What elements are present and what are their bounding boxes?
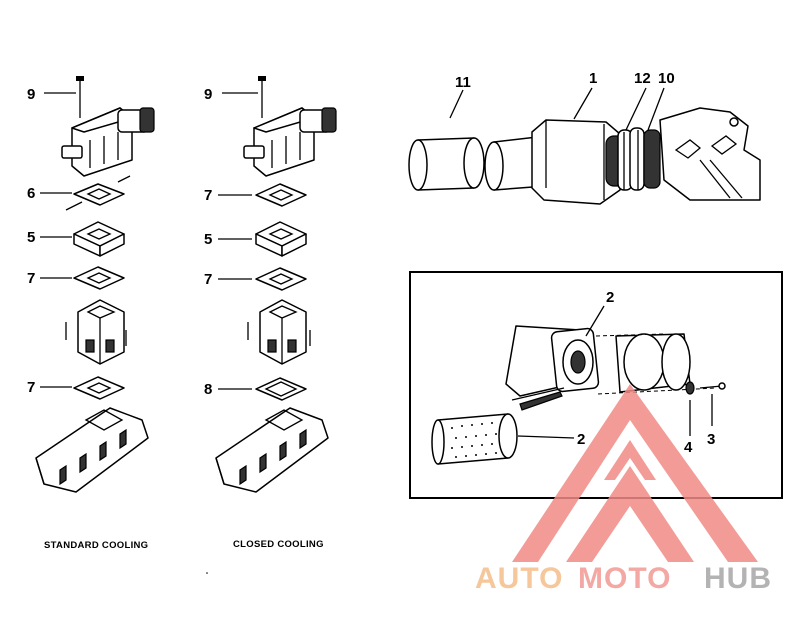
watermark-moto: MOTO	[578, 562, 671, 595]
label-1: 1	[589, 70, 597, 87]
filter-mesh	[451, 422, 497, 458]
automotohub-logo	[512, 384, 758, 562]
caption-closed-cooling: CLOSED COOLING	[233, 539, 324, 550]
exhaust-manifold-right	[215, 407, 329, 493]
label-3: 3	[707, 431, 715, 448]
label-8-right: 8	[204, 381, 212, 398]
label-7-right-middle: 7	[204, 271, 212, 288]
label-6-left: 6	[27, 185, 35, 202]
automotohub-wordmark: AUTO MOTO HUB	[475, 562, 772, 595]
gasket-8	[255, 377, 307, 401]
label-10: 10	[658, 70, 675, 87]
label-5-right: 5	[204, 231, 212, 248]
label-7-left-upper: 7	[27, 270, 35, 287]
label-11: 11	[455, 74, 471, 91]
gasket-7-lower	[73, 376, 125, 400]
exhaust-manifold-left	[35, 407, 149, 493]
gasket-7-middle	[255, 267, 307, 291]
label-7-right-top: 7	[204, 187, 212, 204]
gasket-6	[65, 175, 131, 211]
spacer-block-5	[73, 221, 125, 257]
housing-1	[531, 119, 621, 205]
clamp-rings	[605, 127, 661, 191]
label-12: 12	[634, 70, 651, 87]
flame-arrestor-inset	[431, 305, 726, 465]
label-2-top: 2	[606, 289, 614, 306]
label-7-left-lower: 7	[27, 379, 35, 396]
exhaust-pipe-assembly	[408, 87, 761, 205]
exhaust-riser-left	[65, 299, 127, 365]
engine-mount	[659, 107, 761, 201]
watermark-hub: HUB	[704, 562, 772, 595]
exhaust-elbow-left	[61, 107, 155, 177]
label-2-filter: 2	[577, 431, 585, 448]
label-5-left: 5	[27, 229, 35, 246]
exhaust-riser-right	[247, 299, 311, 365]
label-4: 4	[684, 439, 693, 456]
closed-cooling-stack	[215, 76, 337, 493]
sleeve-11	[408, 137, 485, 191]
watermark-auto: AUTO	[475, 562, 563, 595]
gasket-7-upper	[73, 266, 125, 290]
label-9-left: 9	[27, 86, 35, 103]
standard-cooling-stack	[35, 76, 155, 493]
spacer-block-5-right	[255, 221, 307, 257]
gasket-7-top	[255, 183, 307, 207]
label-9-right: 9	[204, 86, 212, 103]
caption-standard-cooling: STANDARD COOLING	[44, 540, 148, 551]
exhaust-elbow-right	[243, 107, 337, 177]
